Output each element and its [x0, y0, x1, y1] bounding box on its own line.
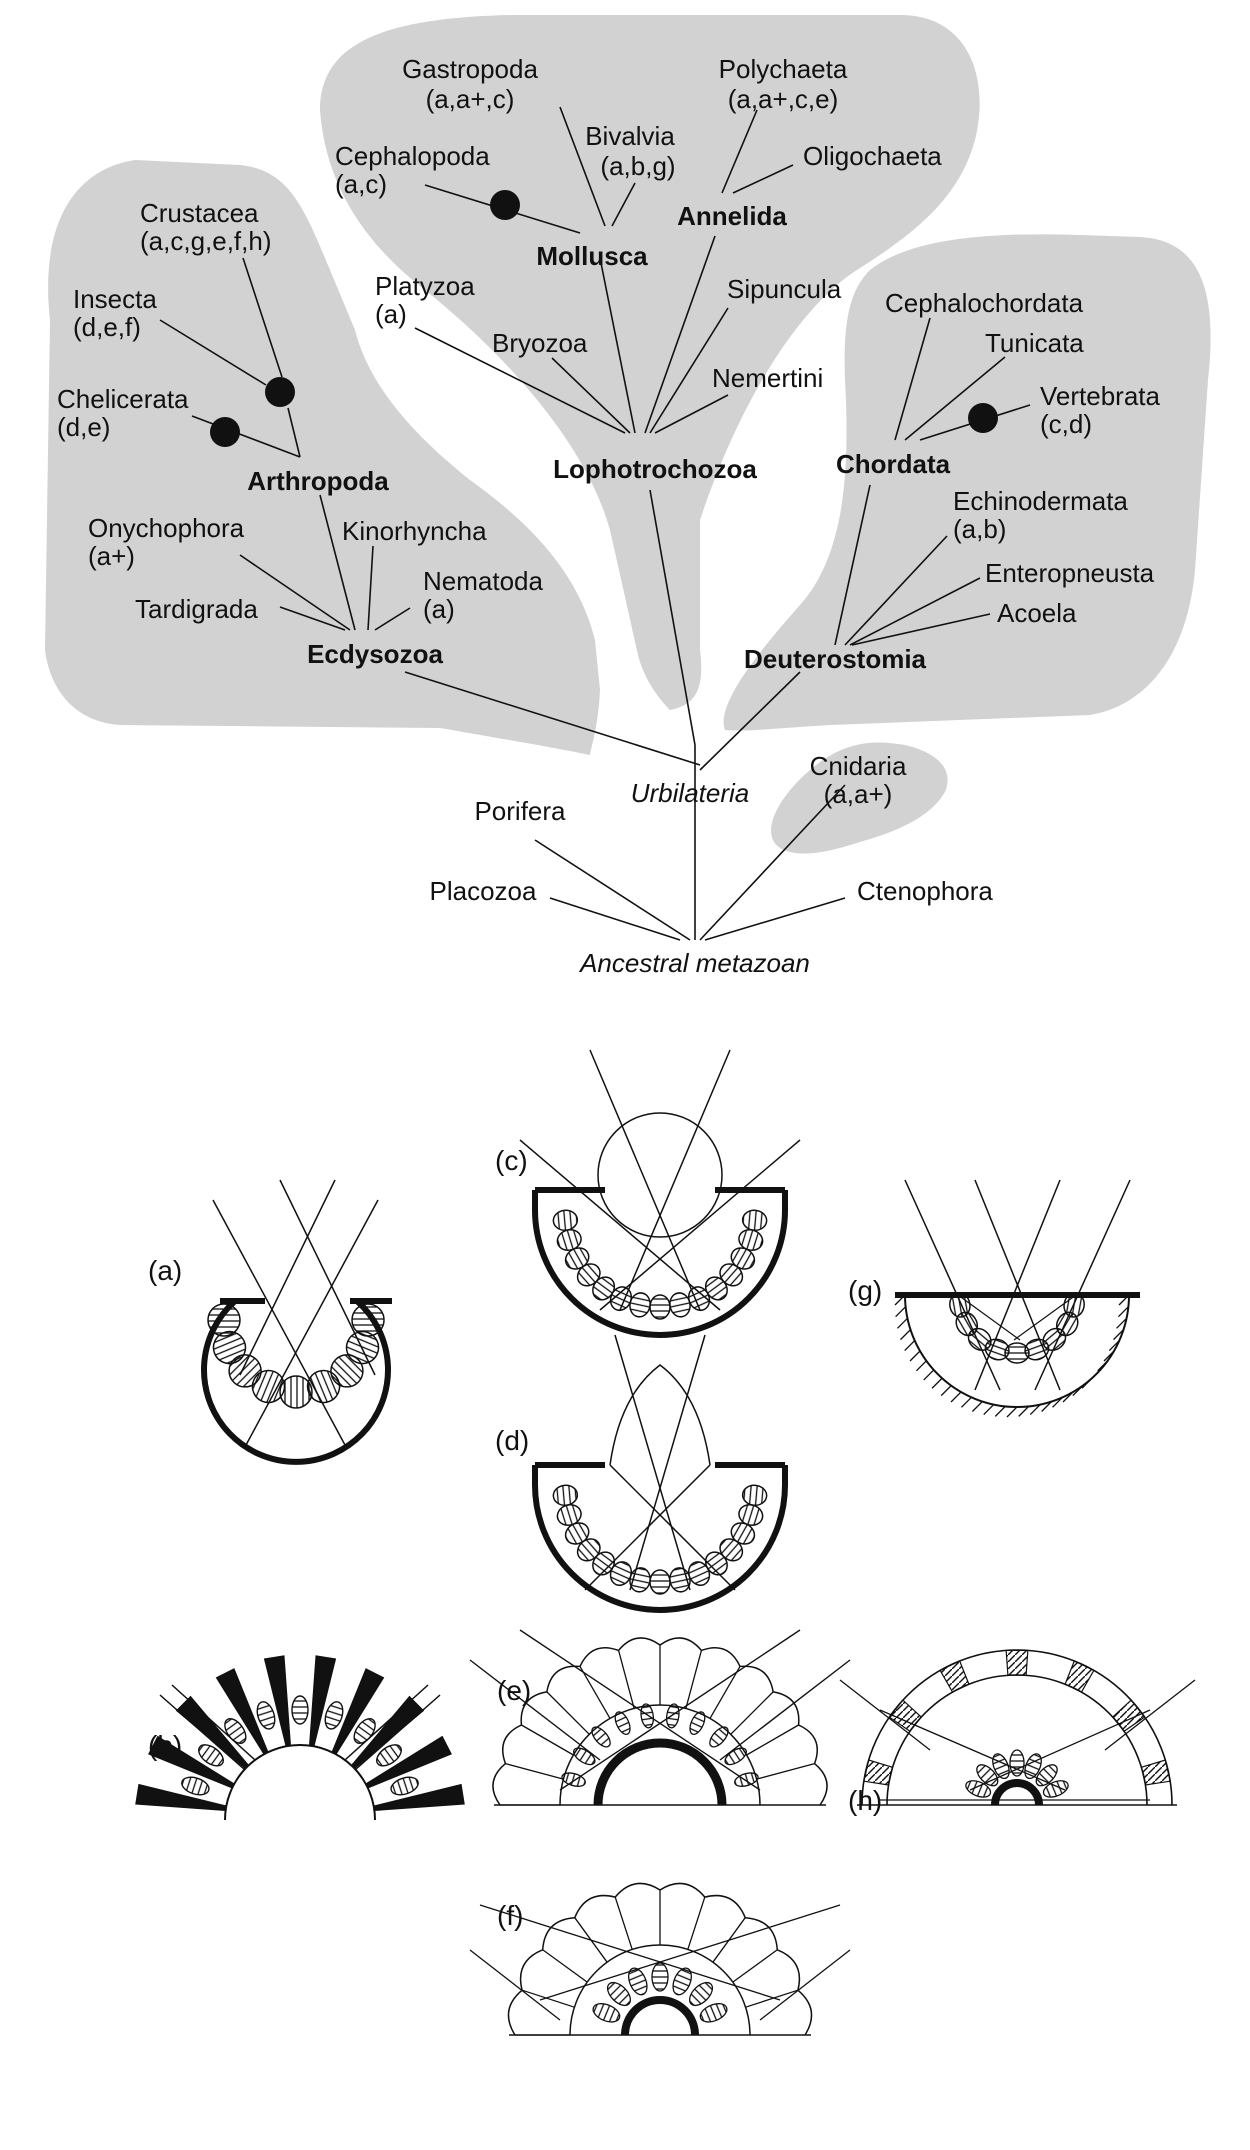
label-echinodermata-eyes: (a,b)	[953, 514, 1006, 544]
label-crustacea-eyes: (a,c,g,e,f,h)	[140, 226, 272, 256]
label-bivalvia: Bivalvia	[585, 121, 675, 151]
pigment-wedge	[373, 1783, 465, 1812]
marker-cephalopoda	[490, 190, 520, 220]
lophotrochozoa-region	[320, 15, 980, 710]
phylogenetic-tree: Gastropoda (a,a+,c) Bivalvia (a,b,g) Cep…	[45, 15, 1211, 978]
receptor-cell	[649, 1569, 671, 1595]
label-deuterostomia: Deuterostomia	[744, 644, 927, 674]
label-chelicerata: Chelicerata	[57, 384, 189, 414]
label-ctenophora: Ctenophora	[857, 876, 993, 906]
label-lophotrochozoa: Lophotrochozoa	[553, 454, 757, 484]
label-cephalopoda-eyes: (a,c)	[335, 169, 387, 199]
label-polychaeta: Polychaeta	[719, 54, 848, 84]
label-insecta-eyes: (d,e,f)	[73, 312, 141, 342]
label-platyzoa-eyes: (a)	[375, 299, 407, 329]
receptor-cell	[181, 1776, 210, 1796]
label-cnidaria-eyes: (a,a+)	[824, 779, 893, 809]
receptor-cell	[279, 1375, 313, 1409]
receptor-cell	[1063, 1292, 1085, 1318]
marker-vertebrata	[968, 403, 998, 433]
pigment-wedge	[135, 1783, 227, 1812]
panel-label-g: (g)	[848, 1275, 882, 1306]
label-onychophora: Onychophora	[88, 513, 245, 543]
label-ecdysozoa: Ecdysozoa	[307, 639, 443, 669]
receptor-cell	[741, 1209, 768, 1232]
label-mollusca: Mollusca	[536, 241, 648, 271]
label-crustacea: Crustacea	[140, 198, 259, 228]
receptor-cell	[207, 1303, 241, 1337]
receptor-cell	[649, 1294, 671, 1320]
label-acoela: Acoela	[997, 598, 1077, 628]
label-cephalopoda: Cephalopoda	[335, 141, 490, 171]
label-tunicata: Tunicata	[985, 328, 1084, 358]
receptor-cell	[376, 1744, 402, 1767]
label-echinodermata: Echinodermata	[953, 486, 1128, 516]
label-placozoa: Placozoa	[430, 876, 537, 906]
panel-label-h: (h)	[848, 1785, 882, 1816]
cnidaria-region	[771, 742, 948, 854]
receptor-cell	[351, 1303, 385, 1337]
label-cnidaria: Cnidaria	[810, 751, 907, 781]
receptor-cell	[390, 1776, 419, 1796]
label-onychophora-eyes: (a+)	[88, 541, 135, 571]
label-tardigrada: Tardigrada	[135, 594, 258, 624]
label-nemertini: Nemertini	[712, 363, 823, 393]
tree-branches	[159, 106, 1031, 941]
label-vertebrata: Vertebrata	[1040, 381, 1161, 411]
receptor-cell	[198, 1744, 224, 1767]
receptor-cell	[324, 1701, 344, 1730]
label-nematoda: Nematoda	[423, 566, 543, 596]
panel-label-c: (c)	[495, 1145, 528, 1176]
label-ancestral-metazoan: Ancestral metazoan	[578, 948, 810, 978]
label-bryozoa: Bryozoa	[492, 328, 588, 358]
label-platyzoa: Platyzoa	[375, 271, 475, 301]
panel-label-e: (e)	[497, 1675, 531, 1706]
pigment-wedge	[263, 1655, 292, 1747]
panel-label-a: (a)	[148, 1255, 182, 1286]
label-cephalochordata: Cephalochordata	[885, 288, 1084, 318]
label-oligochaeta: Oligochaeta	[803, 141, 942, 171]
label-gastropoda: Gastropoda	[402, 54, 538, 84]
eye-a-pigment-cup	[201, 1179, 392, 1465]
panel-label-d: (d)	[495, 1425, 529, 1456]
deuterostomia-region	[723, 234, 1211, 731]
label-chelicerata-eyes: (d,e)	[57, 412, 110, 442]
marker-crustacea	[265, 377, 295, 407]
label-porifera: Porifera	[474, 796, 566, 826]
eye-type-diagrams: (a) (b) (c) (d) (e) (f) (g) (h)	[135, 1049, 1196, 2036]
receptor-cell	[256, 1701, 276, 1730]
label-polychaeta-eyes: (a,a+,c,e)	[728, 84, 839, 114]
label-annelida: Annelida	[677, 201, 787, 231]
label-arthropoda: Arthropoda	[247, 466, 389, 496]
eye-c-lens-camera	[519, 1049, 801, 1338]
eye-h-reflecting-superposition	[839, 1649, 1196, 1806]
label-urbilateria: Urbilateria	[631, 778, 750, 808]
eye-e-compound-apposition	[469, 1629, 851, 1806]
label-nematoda-eyes: (a)	[423, 594, 455, 624]
eye-b-compound-apposition	[135, 1655, 465, 1821]
eye-d-camera-variant	[532, 1334, 788, 1613]
receptor-cell	[552, 1484, 579, 1507]
label-insecta: Insecta	[73, 284, 157, 314]
receptor-cell	[291, 1695, 309, 1725]
label-enteropneusta: Enteropneusta	[985, 558, 1155, 588]
label-sipuncula: Sipuncula	[727, 274, 842, 304]
marker-chelicerata	[210, 417, 240, 447]
label-chordata: Chordata	[836, 449, 951, 479]
eye-g-mirror	[894, 1179, 1140, 1418]
receptor-cell	[552, 1209, 579, 1232]
eye-acquisition-markers	[210, 190, 998, 447]
label-vertebrata-eyes: (c,d)	[1040, 409, 1092, 439]
label-kinorhyncha: Kinorhyncha	[342, 516, 487, 546]
label-bivalvia-eyes: (a,b,g)	[600, 151, 675, 181]
ecdysozoa-region	[45, 160, 600, 755]
label-gastropoda-eyes: (a,a+,c)	[426, 84, 515, 114]
panel-label-f: (f)	[497, 1900, 523, 1931]
eye-f-superposition	[469, 1882, 851, 2036]
receptor-cell	[741, 1484, 768, 1507]
pigment-wedge	[308, 1655, 337, 1747]
